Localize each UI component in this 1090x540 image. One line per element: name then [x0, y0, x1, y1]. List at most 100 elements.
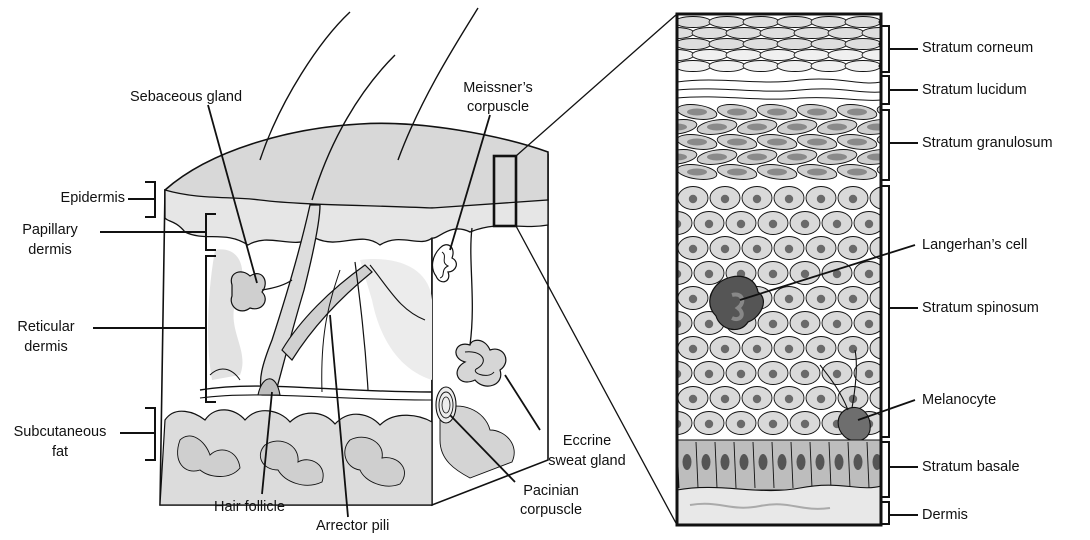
- label-dermis: Dermis: [922, 506, 968, 525]
- label-stratum-granulosum: Stratum granulosum: [922, 134, 1053, 153]
- spinous-cell: [886, 362, 916, 385]
- basale-nucleus: [816, 454, 825, 470]
- spinous-nucleus: [769, 320, 777, 328]
- basale-nucleus: [854, 454, 863, 470]
- spinous-nucleus: [689, 395, 697, 403]
- spinous-nucleus: [769, 370, 777, 378]
- spinous-nucleus: [721, 345, 729, 353]
- corneum-flake: [641, 61, 677, 72]
- corneum-flake: [692, 50, 728, 61]
- granular-nucleus: [827, 124, 847, 131]
- spinous-cell: [646, 337, 676, 360]
- corneum-flake: [811, 61, 847, 72]
- corneum-flake: [828, 50, 864, 61]
- spinous-nucleus: [705, 420, 713, 428]
- corneum-flake: [811, 39, 847, 50]
- granular-nucleus: [687, 109, 707, 116]
- spinous-nucleus: [849, 195, 857, 203]
- label-melanocyte: Melanocyte: [922, 391, 996, 410]
- label-papillary-dermis-2: dermis: [2, 241, 98, 260]
- granular-nucleus: [747, 124, 767, 131]
- spinous-nucleus: [785, 345, 793, 353]
- corneum-flake: [845, 17, 881, 28]
- spinous-cell: [646, 387, 676, 410]
- spinous-nucleus: [865, 370, 873, 378]
- label-subcutaneous-fat-2: fat: [2, 443, 118, 462]
- granular-nucleus: [647, 109, 667, 116]
- corneum-flake: [794, 50, 830, 61]
- label-stratum-basale: Stratum basale: [922, 458, 1020, 477]
- granular-nucleus: [807, 109, 827, 116]
- label-arrector-pili: Arrector pili: [316, 517, 389, 536]
- granular-nucleus: [687, 139, 707, 146]
- label-reticular-dermis-1: Reticular: [2, 318, 90, 337]
- spinous-nucleus: [721, 195, 729, 203]
- label-pacinian-corpuscle-2: corpuscle: [506, 501, 596, 520]
- corneum-flake: [692, 28, 728, 39]
- granular-nucleus: [867, 124, 887, 131]
- spinous-nucleus: [817, 395, 825, 403]
- granular-nucleus: [827, 154, 847, 161]
- spinous-nucleus: [897, 220, 905, 228]
- spinous-nucleus: [785, 195, 793, 203]
- corneum-flake: [879, 39, 915, 50]
- label-stratum-corneum: Stratum corneum: [922, 39, 1033, 58]
- spinous-cell: [886, 262, 916, 285]
- label-hair-follicle: Hair follicle: [214, 498, 285, 517]
- label-eccrine-sweat-gland-2: sweat gland: [532, 452, 642, 471]
- granular-nucleus: [807, 139, 827, 146]
- corneum-flake: [743, 39, 779, 50]
- spinous-nucleus: [833, 370, 841, 378]
- spinous-nucleus: [769, 270, 777, 278]
- spinous-nucleus: [689, 295, 697, 303]
- spinous-nucleus: [801, 220, 809, 228]
- granular-nucleus: [647, 169, 667, 176]
- basale-nucleus: [835, 454, 844, 470]
- spinous-nucleus: [689, 245, 697, 253]
- spinous-nucleus: [657, 195, 665, 203]
- corneum-flake: [794, 28, 830, 39]
- stratum-basale-layer: [677, 440, 882, 490]
- label-meissners-corpuscle-2: corpuscle: [446, 98, 550, 117]
- spinous-nucleus: [705, 370, 713, 378]
- corneum-flake: [760, 28, 796, 39]
- corneum-flake: [675, 61, 711, 72]
- label-epidermis: Epidermis: [8, 189, 125, 208]
- right-brackets: [880, 26, 918, 524]
- label-eccrine-sweat-gland-1: Eccrine: [532, 432, 642, 451]
- spinous-nucleus: [897, 370, 905, 378]
- spinous-nucleus: [817, 245, 825, 253]
- spinous-nucleus: [753, 395, 761, 403]
- corneum-flake: [777, 17, 813, 28]
- spinous-nucleus: [785, 395, 793, 403]
- spinous-nucleus: [897, 420, 905, 428]
- granular-nucleus: [787, 154, 807, 161]
- spinous-nucleus: [721, 395, 729, 403]
- granular-nucleus: [867, 154, 887, 161]
- sebaceous-gland-shape: [231, 272, 265, 311]
- label-subcutaneous-fat-1: Subcutaneous: [2, 423, 118, 442]
- spinous-nucleus: [753, 195, 761, 203]
- corneum-flake: [811, 17, 847, 28]
- label-langerhans-cell: Langerhan’s cell: [922, 236, 1027, 255]
- granular-cell: [636, 162, 678, 181]
- spinous-nucleus: [737, 420, 745, 428]
- basale-nucleus: [778, 454, 787, 470]
- spinous-nucleus: [865, 220, 873, 228]
- spinous-nucleus: [801, 420, 809, 428]
- spinous-cell: [646, 187, 676, 210]
- spinous-cell: [870, 237, 900, 260]
- granular-cell: [636, 132, 678, 151]
- basale-nucleus: [702, 454, 711, 470]
- spinous-nucleus: [737, 370, 745, 378]
- spinous-nucleus: [817, 295, 825, 303]
- spinous-cell: [870, 287, 900, 310]
- spinous-nucleus: [801, 270, 809, 278]
- granular-nucleus: [647, 139, 667, 146]
- corneum-flake: [726, 50, 762, 61]
- granular-nucleus: [727, 139, 747, 146]
- spinous-cell: [646, 237, 676, 260]
- spinous-nucleus: [689, 345, 697, 353]
- corneum-flake: [777, 39, 813, 50]
- corneum-flake: [845, 39, 881, 50]
